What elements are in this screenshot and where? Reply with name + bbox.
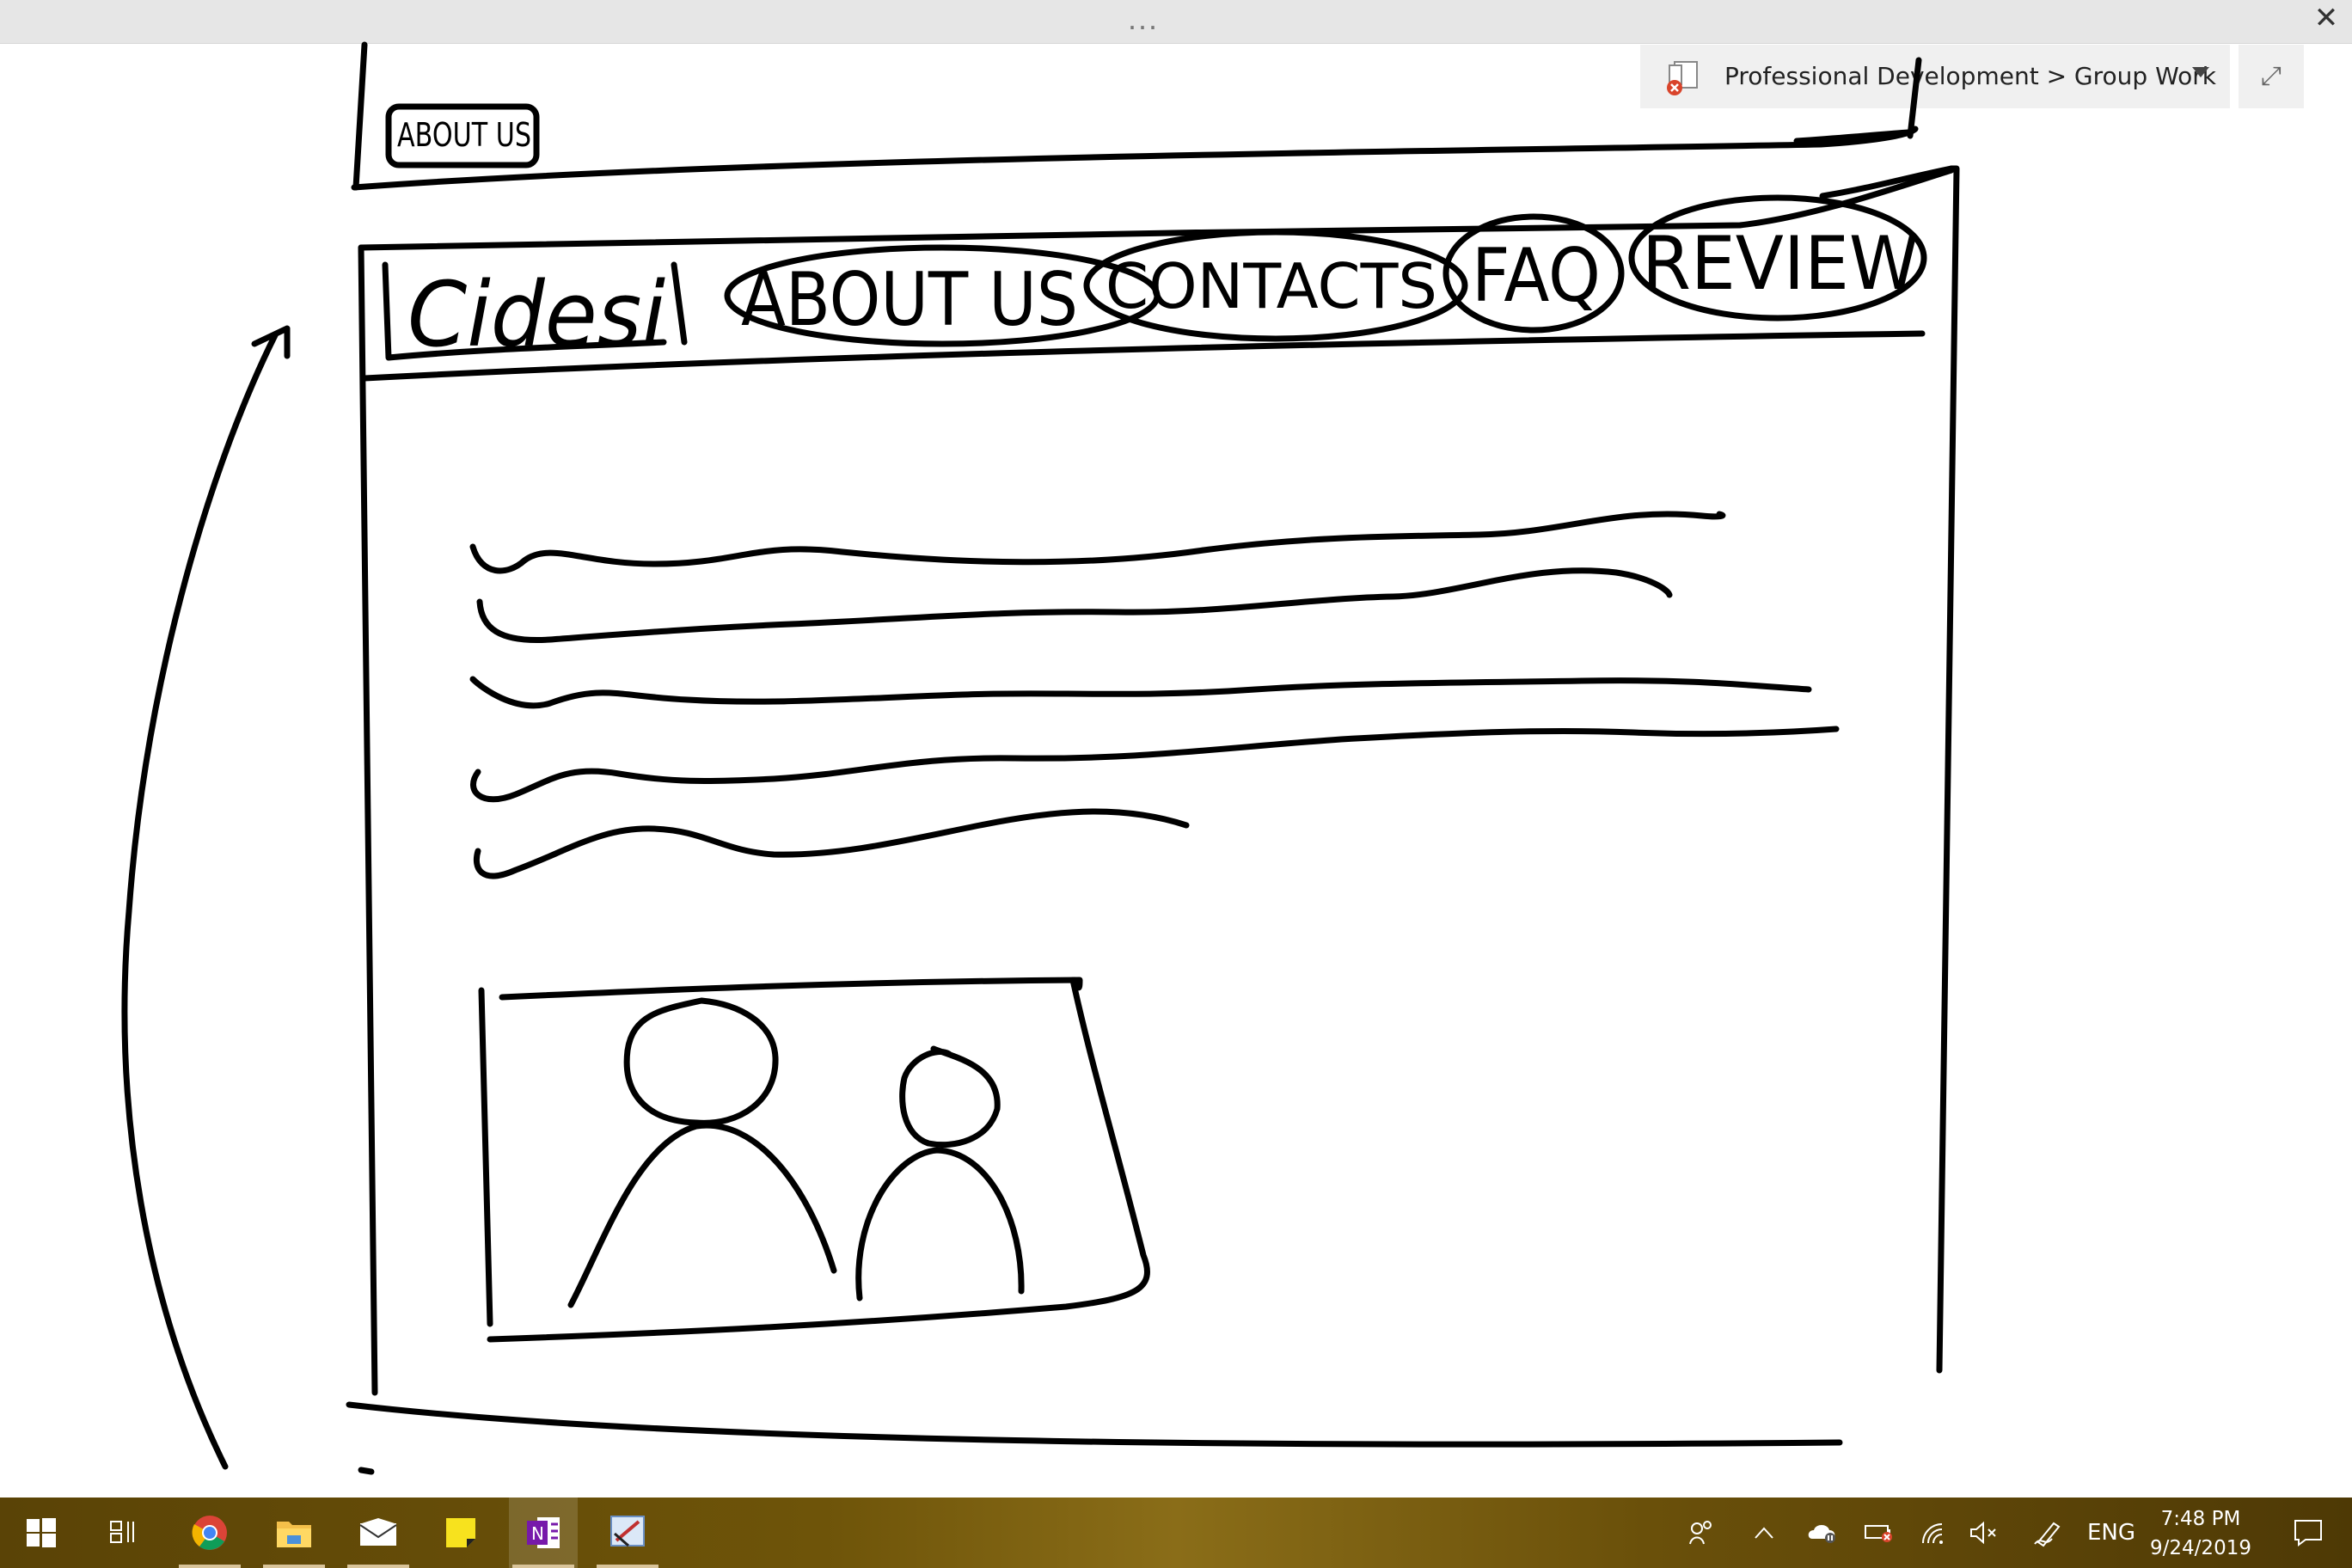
wireframe-text-lines bbox=[469, 511, 1840, 879]
battery-icon[interactable] bbox=[1860, 1498, 1898, 1568]
notebook-breadcrumb: Professional Development > Group Work bbox=[1724, 62, 2216, 90]
taskbar: N ENG 7:48 PM 9/24/2019 bbox=[0, 1498, 2352, 1568]
sync-error-icon bbox=[1667, 61, 1698, 95]
onedrive-paused-icon[interactable] bbox=[1804, 1498, 1841, 1568]
chevron-up-icon[interactable] bbox=[1745, 1498, 1783, 1568]
nav-item-contacts: CONTACTS bbox=[1106, 250, 1437, 322]
nav-item-oval bbox=[724, 244, 1161, 347]
window-title-bar: ... ✕ bbox=[0, 0, 2352, 44]
nav-item-oval bbox=[1442, 213, 1625, 334]
pen-icon[interactable] bbox=[2029, 1498, 2067, 1568]
wireframe-image-placeholder bbox=[478, 977, 1150, 1343]
wifi-icon[interactable] bbox=[1914, 1498, 1951, 1568]
volume-muted-icon[interactable] bbox=[1965, 1498, 2003, 1568]
start-icon[interactable] bbox=[7, 1498, 76, 1568]
nav-item-review: REVIEW bbox=[1642, 221, 1919, 307]
onenote-icon[interactable]: N bbox=[509, 1498, 578, 1568]
sticky-notes-icon[interactable] bbox=[426, 1498, 495, 1568]
language-indicator[interactable]: ENG bbox=[2086, 1520, 2136, 1546]
chevron-down-icon bbox=[2192, 67, 2209, 77]
arrow-up-icon bbox=[121, 325, 291, 1470]
notebook-location-dropdown[interactable]: Professional Development > Group Work bbox=[1640, 45, 2230, 108]
logo-text: Cidesi bbox=[407, 262, 665, 367]
expand-button[interactable]: ⤢ bbox=[2239, 45, 2304, 108]
file-explorer-icon[interactable] bbox=[260, 1498, 328, 1568]
nav-item-about-us: ABOUT US bbox=[741, 257, 1078, 343]
snipping-tool-icon[interactable] bbox=[593, 1498, 662, 1568]
clock[interactable]: 7:48 PM 9/24/2019 bbox=[2141, 1504, 2261, 1565]
close-button[interactable]: ✕ bbox=[2313, 1, 2339, 35]
nav-item-oval bbox=[1628, 194, 1927, 322]
people-icon bbox=[567, 997, 1025, 1308]
small-about-us-label: ABOUT US bbox=[397, 116, 531, 154]
wireframe-nav-bar: Cidesi ABOUT US CONTACTS FAQ REVIEW bbox=[382, 194, 1927, 367]
ink-canvas[interactable]: ABOUT US Cidesi ABOUT US CONTACTS FAQ RE… bbox=[0, 0, 2352, 1496]
nav-item-oval bbox=[1083, 229, 1468, 342]
clock-time: 7:48 PM bbox=[2160, 1508, 2241, 1530]
people-icon[interactable] bbox=[1680, 1498, 1723, 1568]
wireframe-browser-frame bbox=[346, 165, 1960, 1475]
nav-item-faq: FAQ bbox=[1472, 233, 1601, 319]
mail-icon[interactable] bbox=[344, 1498, 413, 1568]
chrome-icon[interactable] bbox=[175, 1498, 244, 1568]
action-center-icon[interactable] bbox=[2278, 1498, 2338, 1568]
more-options-icon[interactable]: ... bbox=[1127, 1, 1159, 36]
task-view-icon[interactable] bbox=[89, 1498, 158, 1568]
previous-page-sketch: ABOUT US bbox=[351, 41, 1922, 191]
svg-text:N: N bbox=[531, 1523, 544, 1544]
clock-date: 9/24/2019 bbox=[2150, 1537, 2251, 1559]
